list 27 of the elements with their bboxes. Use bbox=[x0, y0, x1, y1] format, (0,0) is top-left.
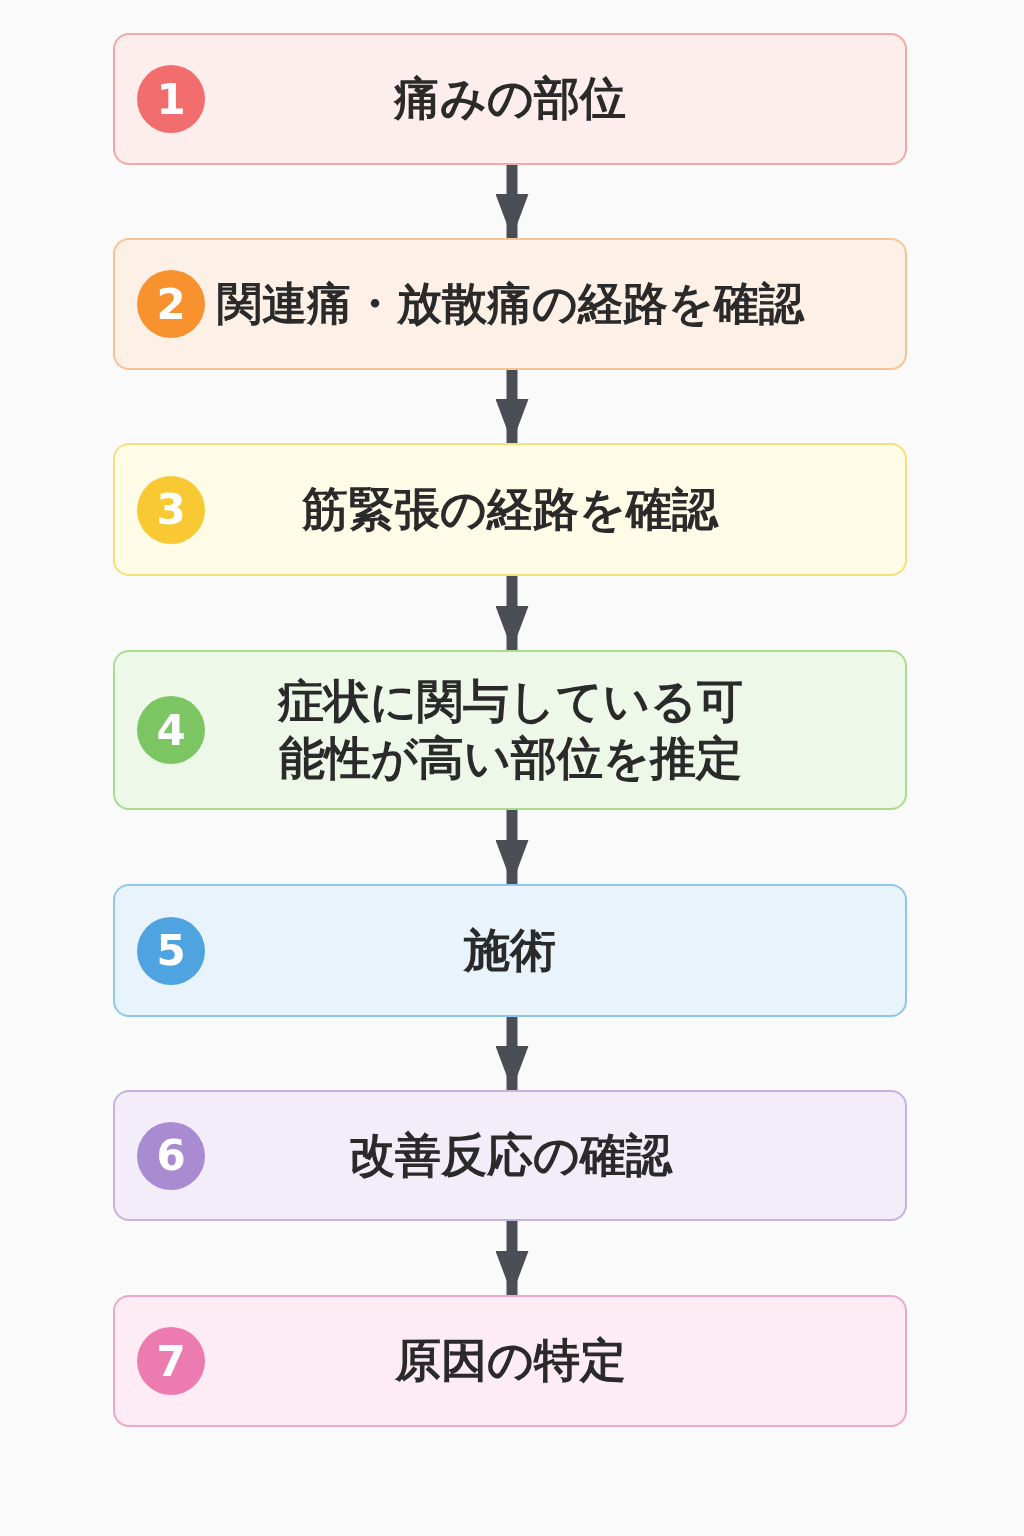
step-label: 筋緊張の経路を確認 bbox=[301, 480, 720, 538]
step-box bbox=[113, 238, 907, 370]
step-box bbox=[113, 884, 907, 1017]
arrow bbox=[495, 810, 529, 884]
number-badge: 3 bbox=[137, 475, 205, 544]
arrow bbox=[495, 370, 529, 443]
number-badge: 2 bbox=[137, 270, 205, 338]
step-box bbox=[113, 33, 907, 165]
step-label: 症状に関与している可能性が高い部位を推定 bbox=[276, 672, 744, 787]
step-label: 痛みの部位 bbox=[392, 70, 627, 127]
number-badge: 1 bbox=[137, 65, 205, 133]
arrow bbox=[495, 1221, 529, 1295]
number-badge: 5 bbox=[137, 916, 205, 985]
arrow bbox=[495, 576, 529, 650]
arrow bbox=[495, 165, 529, 238]
step-box bbox=[113, 443, 907, 576]
arrow bbox=[495, 1017, 529, 1090]
number-badge: 4 bbox=[137, 696, 205, 764]
step-box bbox=[113, 650, 907, 810]
step-label: 原因の特定 bbox=[393, 1332, 627, 1389]
step-label: 関連痛・放散痛の経路を確認 bbox=[215, 276, 805, 332]
number-badge: 6 bbox=[137, 1121, 205, 1190]
step-label: 改善反応の確認 bbox=[347, 1126, 674, 1184]
number-badge: 7 bbox=[137, 1327, 205, 1395]
step-box bbox=[113, 1295, 907, 1427]
step-label: 施術 bbox=[462, 921, 557, 979]
step-box bbox=[113, 1090, 907, 1221]
